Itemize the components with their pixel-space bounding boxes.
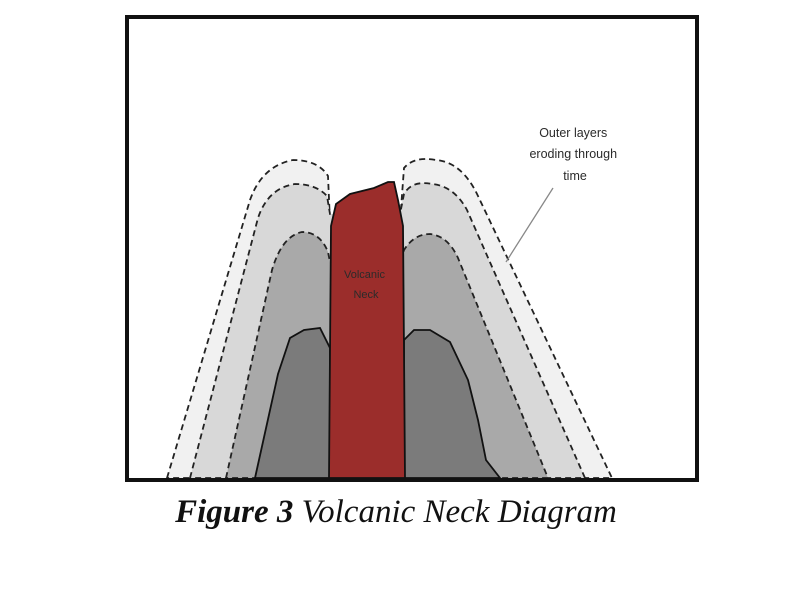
outer-layers-label: Outer layers eroding through time <box>529 126 620 183</box>
outer-layers-label-line-2: eroding through <box>529 147 617 161</box>
volcanic-neck <box>328 181 406 479</box>
outer-layer-pointer <box>505 187 554 263</box>
volcanic-neck-label-line-1: Volcanic <box>344 269 385 281</box>
volcanic-neck-label-line-2: Neck <box>353 289 379 301</box>
figure-number: Figure 3 <box>175 494 294 530</box>
outer-layers-label-line-1: Outer layers <box>539 126 607 140</box>
volcanic-neck-label: Volcanic Neck <box>344 269 388 301</box>
figure-caption: Figure 3 Volcanic Neck Diagram <box>0 494 792 531</box>
outer-layers-label-line-3: time <box>563 169 587 183</box>
core-rock-right <box>403 329 502 479</box>
diagram-frame <box>125 15 699 482</box>
figure-title: Volcanic Neck Diagram <box>301 494 617 530</box>
